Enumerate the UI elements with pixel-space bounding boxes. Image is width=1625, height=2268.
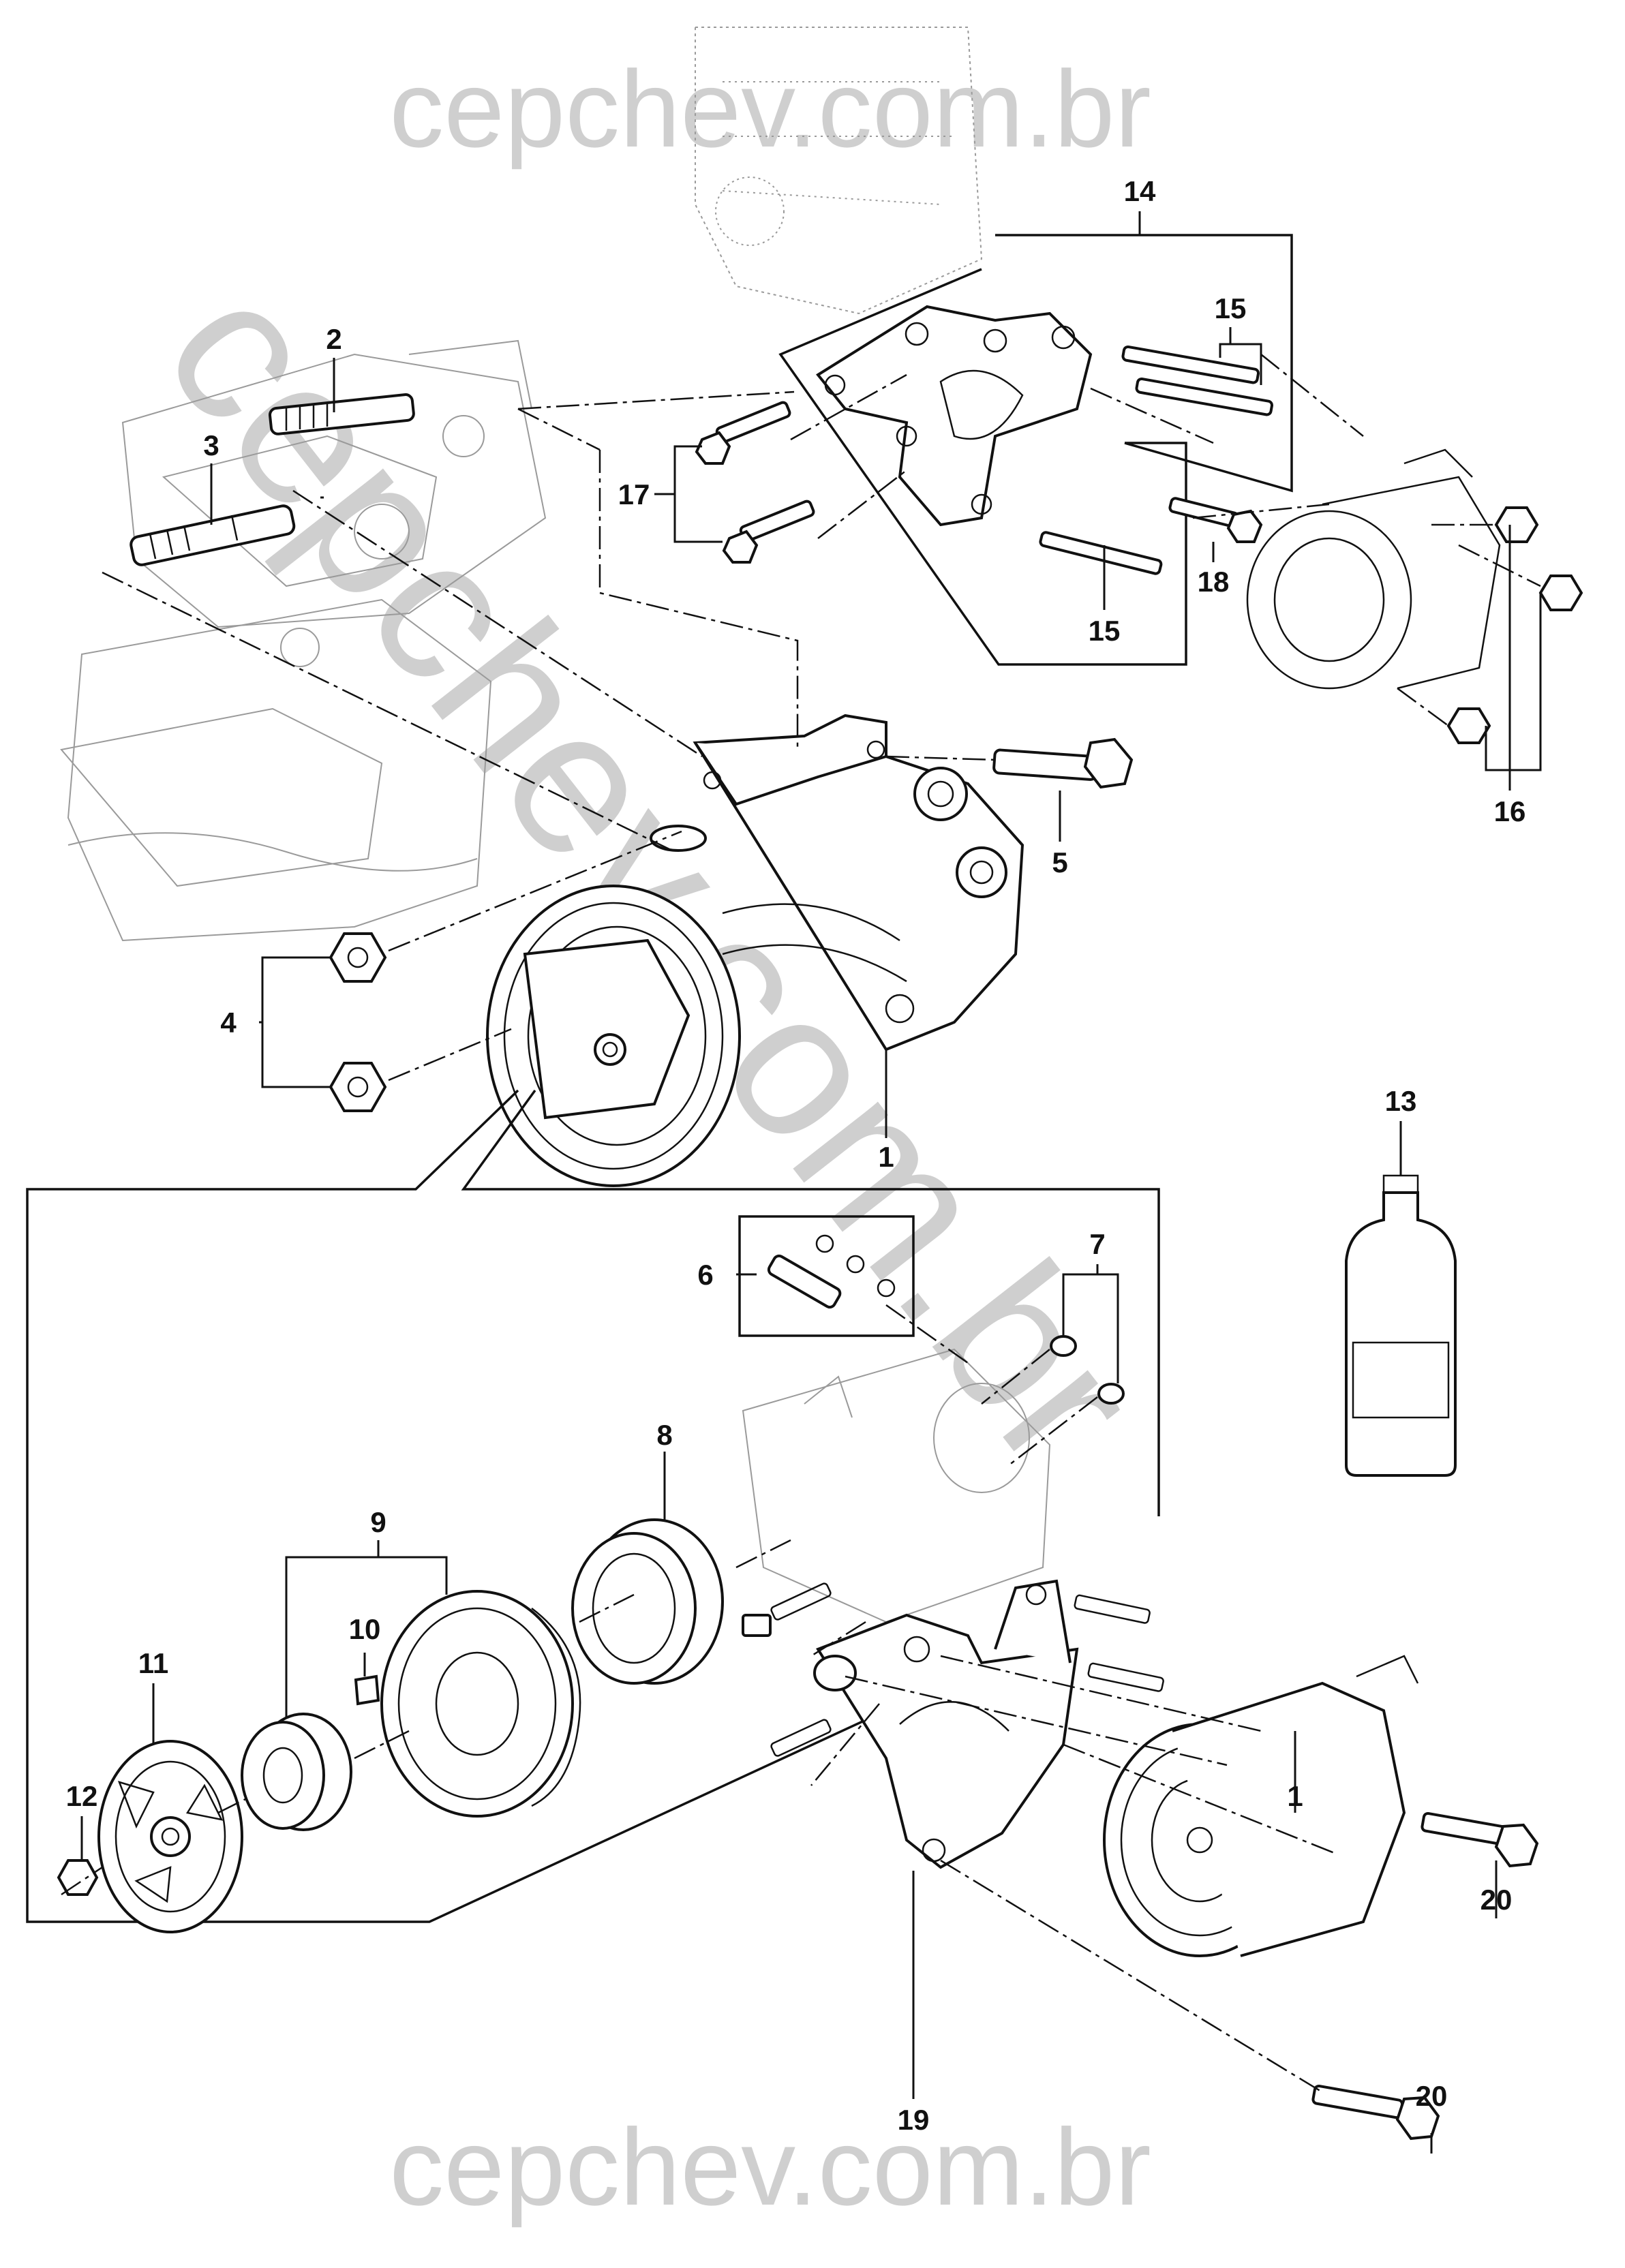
callout-labels: 1 1 2 3 4 5 6 7 8 9 10 11 12 13 14 15 15… (66, 175, 1526, 2136)
engine-background-outline (60, 339, 547, 942)
bracket-assembly-box (778, 234, 1293, 666)
callout-11: 11 (138, 1647, 168, 1679)
stud-15-upper (1121, 345, 1274, 416)
callout-15-top: 15 (1215, 292, 1247, 324)
callout-9: 9 (370, 1506, 386, 1538)
callout-4: 4 (220, 1007, 237, 1039)
bolt-17-lower (722, 500, 815, 564)
stud-15-lower (1039, 531, 1163, 575)
watermark-top: cepchev.com.br (389, 48, 1151, 170)
nut-16-c (1446, 707, 1491, 744)
nut-16-b (1538, 574, 1583, 611)
key-10 (354, 1674, 380, 1706)
callout-2: 2 (326, 323, 341, 355)
upper-bracket (816, 305, 1093, 527)
callout-7: 7 (1089, 1228, 1105, 1260)
callout-1-main: 1 (878, 1141, 894, 1173)
bolt-20-lower (1311, 2084, 1440, 2141)
callout-10: 10 (349, 1613, 381, 1645)
stud-2 (268, 393, 415, 435)
compressor-small-reference (1246, 448, 1501, 690)
main-compressor (486, 714, 1024, 1187)
callout-1-lower: 1 (1287, 1780, 1303, 1812)
oil-bottle-13 (1345, 1174, 1457, 1477)
callout-3: 3 (203, 429, 219, 461)
clutch-plate-11 (97, 1740, 243, 1933)
nut-4-upper (329, 932, 387, 983)
o-ring-7-a (1050, 1335, 1077, 1357)
solid-leader-lines (80, 211, 1542, 2154)
callout-13: 13 (1385, 1085, 1417, 1117)
clutch-exploded-box (26, 1089, 1160, 1923)
callout-5: 5 (1052, 846, 1067, 878)
o-ring-7-b (1097, 1383, 1125, 1405)
bolt-5 (992, 737, 1134, 789)
watermark-bottom: cepchev.com.br (389, 2106, 1151, 2228)
valve-kit-box (738, 1215, 915, 1337)
callout-14: 14 (1124, 175, 1156, 207)
compressor-ghost-clutch (742, 1348, 1051, 1623)
lower-bracket-19 (813, 1579, 1079, 1869)
callout-17: 17 (618, 478, 650, 510)
callout-15-bottom: 15 (1089, 615, 1121, 647)
stud-3 (130, 504, 296, 566)
dashed-reference-lines (61, 354, 1541, 2094)
callout-18: 18 (1198, 566, 1230, 598)
callout-16: 16 (1494, 795, 1526, 827)
bearing-9 (241, 1713, 352, 1831)
field-coil-8 (571, 1518, 772, 1685)
lower-bracket-bolts (770, 1582, 1164, 1757)
engine-top-background (695, 27, 983, 315)
callout-8: 8 (656, 1419, 672, 1451)
bolt-17-upper (695, 401, 791, 465)
compressor-lower-1 (1103, 1655, 1419, 1957)
bolt-18 (1168, 497, 1263, 543)
callout-20-bottom: 20 (1416, 2080, 1448, 2112)
callout-19: 19 (898, 2104, 930, 2136)
callout-6: 6 (697, 1259, 713, 1291)
callout-12: 12 (66, 1780, 98, 1812)
nut-16-a (1494, 506, 1539, 543)
pulley-9 (380, 1590, 581, 1818)
nut-12 (57, 1859, 99, 1896)
callout-20-top: 20 (1480, 1884, 1513, 1916)
bolt-20-upper (1421, 1811, 1539, 1868)
nut-4-lower (329, 1062, 387, 1112)
